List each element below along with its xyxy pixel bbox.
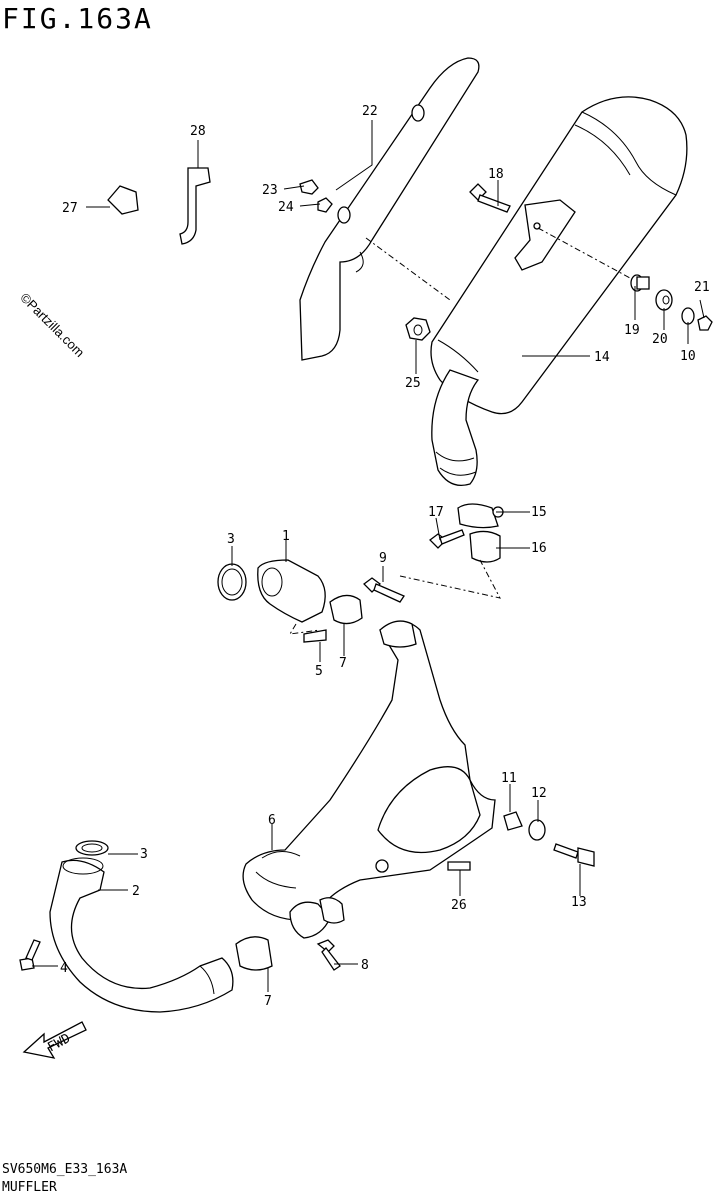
bolt-13[interactable] [553,843,595,867]
leader-lines [32,120,705,992]
callout-25: 25 [405,376,421,391]
callout-3b: 3 [140,847,148,862]
callout-8: 8 [361,958,369,973]
stud-26[interactable] [447,861,471,871]
connector-16[interactable] [469,530,501,563]
figure-name: MUFFLER [2,1180,57,1195]
bolt-18[interactable] [469,183,511,213]
clamp-27[interactable] [107,185,139,215]
callout-15: 15 [531,505,547,520]
exhaust-pipe-2[interactable] [49,857,234,1013]
callout-1: 1 [282,529,290,544]
fwd-arrow-icon: FWD [22,1021,87,1059]
callout-22: 22 [362,104,378,119]
bolt-4[interactable] [19,939,41,971]
collar-24[interactable] [317,197,333,213]
figure-code: SV650M6_E33_163A [2,1162,128,1177]
callout-19: 19 [624,323,640,338]
grommet-23[interactable] [299,179,319,195]
washer-11[interactable] [503,811,523,831]
stay-28[interactable] [179,167,211,245]
nut-21[interactable] [697,315,713,331]
callout-10: 10 [680,349,696,364]
washer-10[interactable] [681,307,695,325]
bolt-9[interactable] [363,577,405,603]
callout-labels: 1 2 3 3 4 5 6 7 7 8 9 10 11 12 13 14 15 … [60,104,710,1009]
callout-24: 24 [278,200,294,215]
rubber-19[interactable] [630,274,650,292]
callout-5: 5 [315,664,323,679]
callout-26: 26 [451,898,467,913]
cushion-20[interactable] [655,289,673,311]
exhaust-pipe-joint-1[interactable] [257,559,326,623]
clamp-15[interactable] [457,503,504,529]
callout-7b: 7 [264,994,272,1009]
callout-9: 9 [379,551,387,566]
heat-shield[interactable] [299,57,480,361]
callout-23: 23 [262,183,278,198]
bolt-5[interactable] [303,629,327,643]
gasket-3-upper[interactable] [217,563,247,601]
callout-18: 18 [488,167,504,182]
callout-14: 14 [594,350,610,365]
callout-7a: 7 [339,656,347,671]
muffler-body[interactable] [430,96,688,487]
callout-6: 6 [268,813,276,828]
nut-25[interactable] [405,317,431,341]
callout-11: 11 [501,771,517,786]
callout-13: 13 [571,895,587,910]
callout-28: 28 [190,124,206,139]
exhaust-pipe-6[interactable] [242,620,496,939]
connector-7-lower[interactable] [235,936,273,971]
callout-3a: 3 [227,532,235,547]
callout-2: 2 [132,884,140,899]
figure-title: FIG.163A [2,2,153,35]
callout-16: 16 [531,541,547,556]
callout-17: 17 [428,505,444,520]
callout-12: 12 [531,786,547,801]
connector-7-upper[interactable] [329,594,363,625]
cushion-12[interactable] [528,819,546,841]
gasket-3-lower[interactable] [75,840,109,856]
bolt-8[interactable] [316,939,341,971]
callout-20: 20 [652,332,668,347]
bolt-17[interactable] [429,529,465,549]
callout-27: 27 [62,201,78,216]
callout-4: 4 [60,961,68,976]
callout-21: 21 [694,280,710,295]
